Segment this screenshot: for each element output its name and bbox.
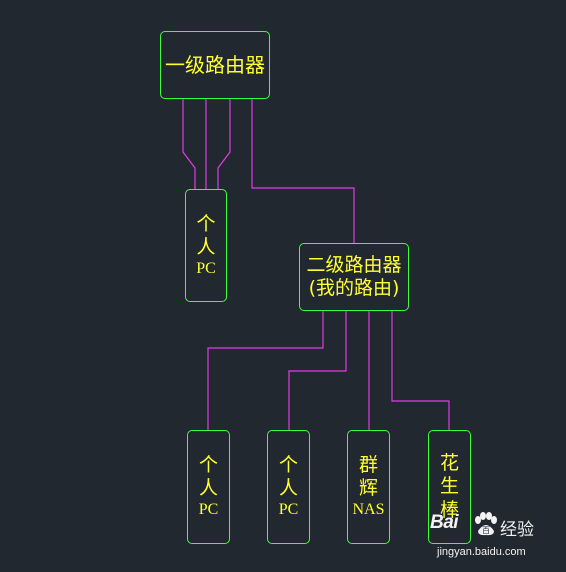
pc-3-line-3: PC — [278, 501, 299, 519]
pc-box-3: 个 人 PC — [267, 430, 310, 544]
pc-1-line-3: PC — [196, 259, 216, 277]
pc-2-line-3: PC — [198, 501, 219, 519]
pc-2-line-2: 人 — [198, 477, 218, 500]
pc-box-1: 个 人 PC — [185, 189, 227, 302]
watermark-url: jingyan.baidu.com — [437, 546, 526, 558]
secondary-router-label: 二级路由器 — [306, 254, 402, 277]
paw-icon: 百 — [475, 512, 497, 536]
nas-line-2: 辉 — [358, 477, 378, 500]
pc-3-line-2: 人 — [278, 477, 298, 500]
wire-primary-to-secondary — [251, 99, 355, 243]
wire-primary-to-pc-a — [182, 99, 196, 189]
wire-primary-to-pc-c — [217, 99, 231, 189]
wire-secondary-to-pc-3 — [288, 311, 347, 430]
baidu-jingyan-watermark: Bai 百 经验 jingyan.baidu.com — [430, 508, 560, 568]
pc-1-line-1: 个 — [196, 212, 216, 235]
pc-3-line-1: 个 — [278, 454, 298, 477]
pc-1-line-2: 人 — [196, 235, 216, 258]
watermark-label: 经验 — [500, 520, 534, 540]
watermark-brand-tail: 百 — [482, 526, 490, 535]
secondary-router-note: (我的路由) — [308, 277, 400, 299]
wire-secondary-to-tv-box — [391, 311, 450, 430]
primary-router-box: 一级路由器 — [160, 31, 270, 99]
wire-secondary-to-pc-2 — [207, 311, 324, 430]
nas-line-1: 群 — [358, 454, 378, 477]
secondary-router-box: 二级路由器 (我的路由) — [299, 243, 409, 311]
nas-line-3: NAS — [352, 501, 385, 519]
tv-box-line-2: 生 — [439, 475, 459, 498]
tv-box: 花 生 棒 — [428, 430, 471, 544]
watermark-brand: Bai — [430, 512, 459, 533]
pc-2-line-1: 个 — [198, 454, 218, 477]
tv-box-line-1: 花 — [439, 452, 459, 475]
connector-lines — [182, 99, 450, 430]
primary-router-label: 一级路由器 — [165, 52, 265, 77]
pc-box-2: 个 人 PC — [187, 430, 230, 544]
tv-box-line-3: 棒 — [439, 498, 459, 521]
nas-box: 群 辉 NAS — [347, 430, 390, 544]
